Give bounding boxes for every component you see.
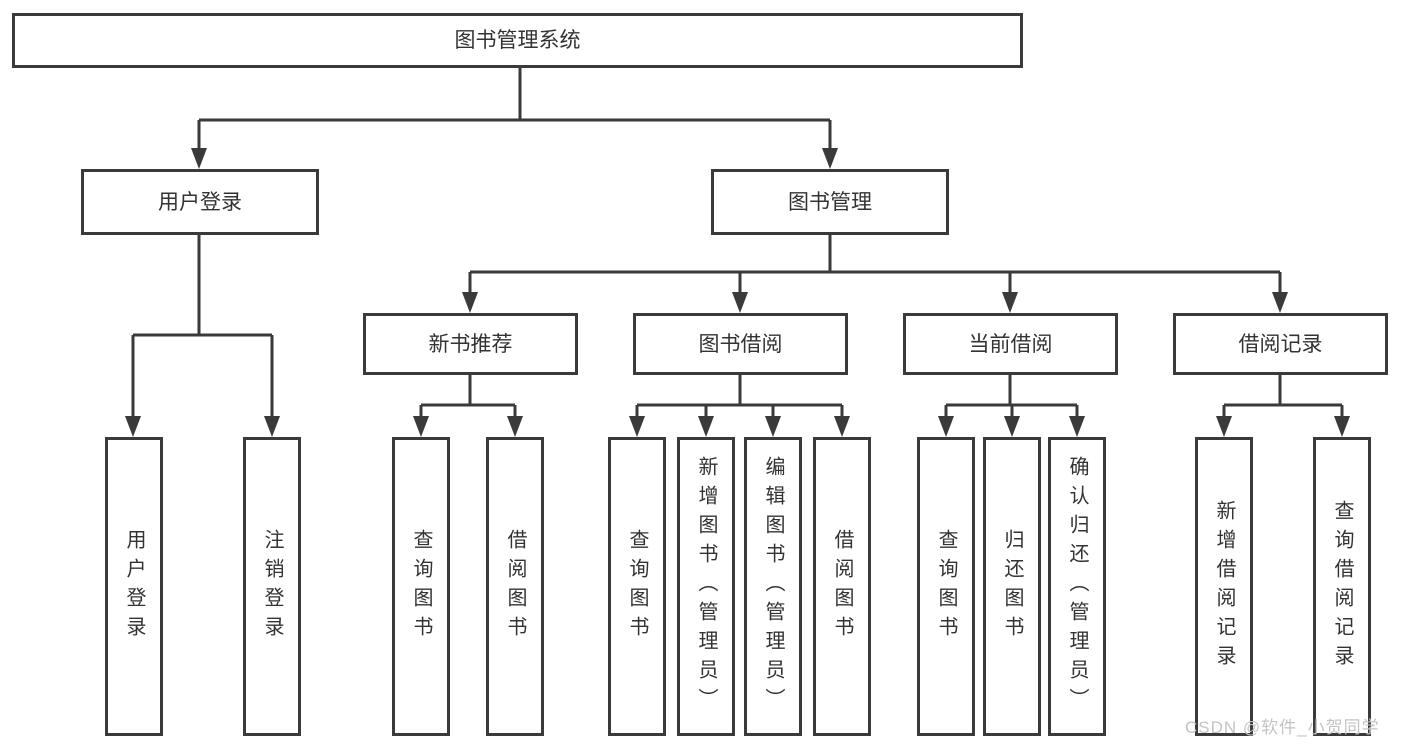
leaf-query-books-current: 查询图书	[917, 437, 975, 736]
node-label: 借阅图书	[831, 528, 853, 645]
node-label: 用户登录	[123, 528, 145, 645]
leaf-add-books-admin: 新增图书（管理员）	[677, 437, 735, 736]
node-book-management: 图书管理	[711, 169, 949, 235]
node-label: 查询借阅记录	[1331, 499, 1353, 674]
node-label: 用户登录	[158, 190, 242, 214]
arrowhead-icons	[125, 148, 1350, 437]
leaf-borrow-books: 借阅图书	[813, 437, 871, 736]
leaf-query-books-recommend: 查询图书	[392, 437, 450, 736]
leaf-logout: 注销登录	[243, 437, 301, 736]
node-label: 图书借阅	[698, 332, 783, 356]
watermark: CSDN @软件_小贺同学	[1185, 718, 1380, 737]
node-label: 查询图书	[410, 528, 432, 645]
leaf-user-login: 用户登录	[105, 437, 163, 736]
node-root-system: 图书管理系统	[12, 13, 1023, 68]
node-label: 新增借阅记录	[1213, 499, 1235, 674]
node-borrow-records: 借阅记录	[1173, 313, 1388, 375]
node-label: 新书推荐	[428, 332, 513, 356]
node-label: 确认归还（管理员）	[1066, 456, 1088, 717]
leaf-query-borrow-record: 查询借阅记录	[1313, 437, 1371, 736]
leaf-add-borrow-record: 新增借阅记录	[1195, 437, 1253, 736]
node-label: 新增图书（管理员）	[695, 456, 717, 717]
leaf-return-books: 归还图书	[983, 437, 1041, 736]
node-label: 借阅记录	[1238, 332, 1323, 356]
node-label: 图书管理	[788, 190, 872, 214]
leaf-borrow-books-recommend: 借阅图书	[486, 437, 544, 736]
node-book-borrow: 图书借阅	[633, 313, 848, 375]
leaf-confirm-return-admin: 确认归还（管理员）	[1048, 437, 1106, 736]
node-label: 当前借阅	[968, 332, 1053, 356]
node-current-borrow: 当前借阅	[903, 313, 1118, 375]
leaf-edit-books-admin: 编辑图书（管理员）	[744, 437, 802, 736]
node-label: 归还图书	[1001, 528, 1023, 645]
node-user-login: 用户登录	[81, 169, 319, 235]
node-label: 注销登录	[261, 528, 283, 645]
node-new-book-recommend: 新书推荐	[363, 313, 578, 375]
node-label: 编辑图书（管理员）	[762, 456, 784, 717]
leaf-query-books-borrow: 查询图书	[608, 437, 666, 736]
node-label: 借阅图书	[504, 528, 526, 645]
node-label: 图书管理系统	[454, 29, 581, 52]
node-label: 查询图书	[626, 528, 648, 645]
node-label: 查询图书	[935, 528, 957, 645]
